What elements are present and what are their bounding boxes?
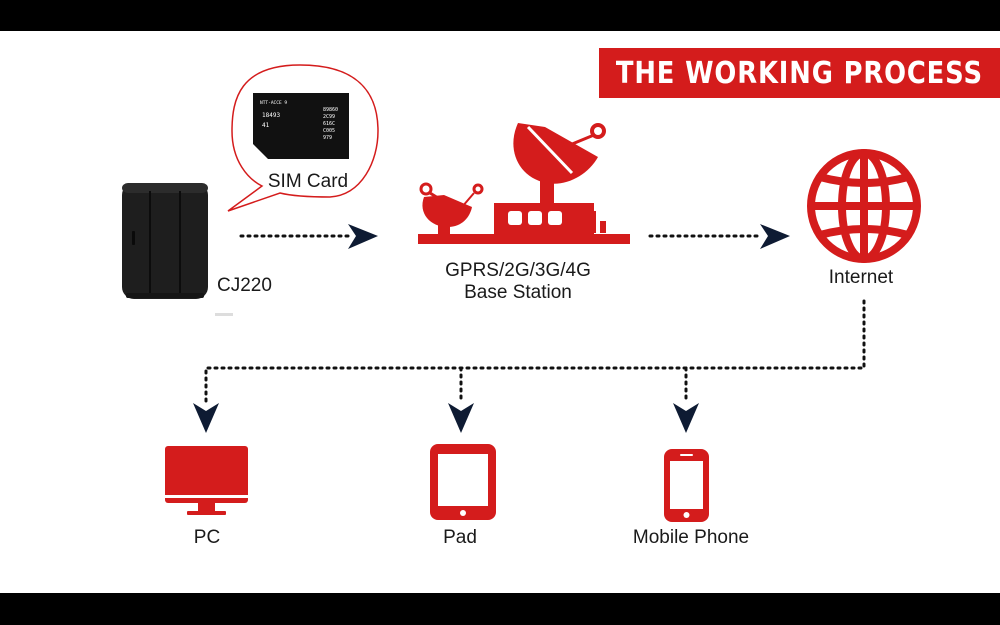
- arrow-right-icon: [760, 224, 790, 249]
- connector-lines: [204, 234, 866, 403]
- sim-card-icon: NTT-ACCE 9 18493 41 89860 2C99 616C C005…: [253, 93, 349, 159]
- arrow-down-icon: [448, 403, 474, 433]
- diagram-canvas: NTT-ACCE 9 18493 41 89860 2C99 616C C005…: [0, 31, 1000, 593]
- base-station-icon: [418, 123, 630, 244]
- sim-card-text-right-4: C005: [323, 128, 335, 134]
- sim-card-label: SIM Card: [267, 171, 349, 192]
- globe-icon: [807, 149, 921, 263]
- pad-label: Pad: [443, 527, 477, 548]
- arrow-right-icon: [348, 224, 378, 249]
- sim-card-text-right-3: 616C: [323, 121, 335, 127]
- phone-icon: [664, 449, 709, 522]
- base-station-label: GPRS/2G/3G/4G Base Station: [445, 260, 591, 304]
- connector-internet-to-pc: [204, 299, 866, 403]
- arrow-down-icon: [193, 403, 219, 433]
- sim-card-text-top: NTT-ACCE 9: [260, 100, 287, 106]
- sim-card-text-right-5: 979: [323, 135, 332, 141]
- sim-card-text-right-1: 89860: [323, 107, 338, 113]
- device-label: CJ220: [217, 275, 272, 296]
- sim-card-text-left-1: 18493: [262, 112, 280, 119]
- working-process-diagram: NTT-ACCE 9 18493 41 89860 2C99 616C C005…: [122, 64, 921, 522]
- pc-label: PC: [193, 527, 221, 548]
- tracker-device-icon: [122, 183, 233, 316]
- internet-label: Internet: [828, 267, 894, 288]
- mobile-phone-label: Mobile Phone: [632, 527, 750, 548]
- title-banner: THE WORKING PROCESS: [599, 48, 1000, 98]
- base-station-label-line1: GPRS/2G/3G/4G: [445, 260, 591, 281]
- banner-title: THE WORKING PROCESS: [615, 55, 984, 91]
- sim-card-text-right-2: 2C99: [323, 114, 335, 120]
- monitor-icon: [165, 446, 248, 515]
- sim-card-text-left-2: 41: [262, 122, 270, 129]
- tablet-icon: [430, 444, 496, 520]
- arrow-down-icon: [673, 403, 699, 433]
- base-station-label-line2: Base Station: [464, 282, 572, 303]
